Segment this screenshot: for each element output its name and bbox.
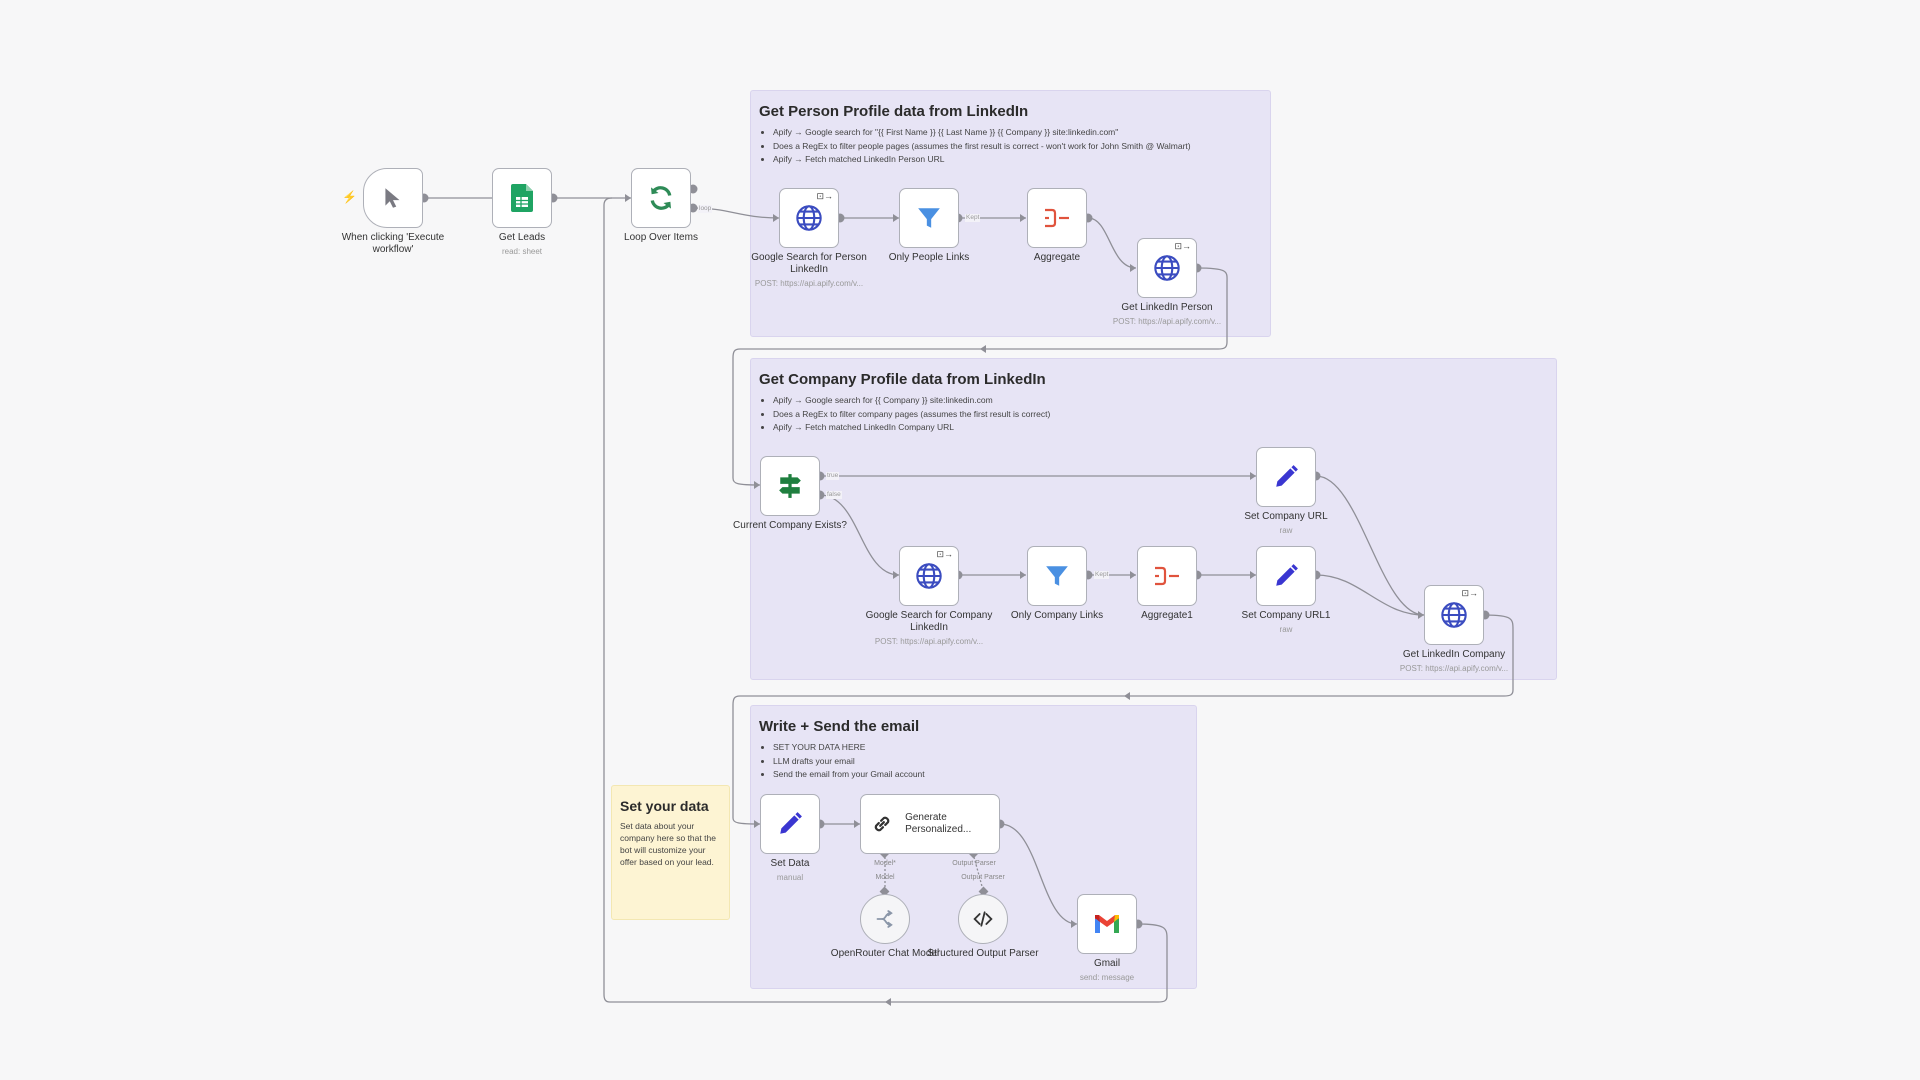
bullet: Apify → Google search for {{ Company }} …: [773, 394, 1548, 408]
globe-icon: [1441, 602, 1467, 628]
node-label: Loop Over Items: [624, 232, 698, 243]
bullet: Does a RegEx to filter company pages (as…: [773, 408, 1548, 422]
node-current-company-exists[interactable]: [760, 456, 820, 516]
arrowhead: [885, 998, 891, 1006]
connector-label-model: Model*: [874, 860, 896, 867]
pencil-icon: [1276, 465, 1298, 487]
edge-label-kept: Kept: [965, 214, 981, 222]
execute-once-icon: ⊡→: [1461, 588, 1478, 598]
node-set-company-url1[interactable]: [1256, 546, 1316, 606]
group-title: Get Person Profile data from LinkedIn: [759, 103, 1029, 120]
node-google-search-person[interactable]: ⊡→: [779, 188, 839, 248]
openrouter-icon: [876, 910, 893, 928]
pencil-icon: [1276, 564, 1298, 586]
edge-label-false: false: [826, 491, 842, 499]
globe-icon: [796, 205, 822, 231]
group-bullets: Apify → Google search for {{ Company }} …: [759, 394, 1548, 435]
node-label: When clicking 'Execute workflow': [341, 232, 445, 255]
node-only-company-links[interactable]: [1027, 546, 1087, 606]
bullet: LLM drafts your email: [773, 755, 1188, 769]
bullet: Apify → Google search for "{{ First Name…: [773, 126, 1262, 140]
chain-link-icon: [874, 816, 890, 832]
pencil-icon: [780, 812, 802, 834]
google-sheets-icon: [511, 184, 533, 212]
group-bullets: Apify → Google search for "{{ First Name…: [759, 126, 1262, 167]
node-openrouter-chat-model[interactable]: [860, 894, 910, 944]
trigger-bolt-icon: ⚡: [342, 190, 357, 204]
execute-once-icon: ⊡→: [816, 191, 833, 201]
edge-label-kept2: Kept: [1094, 571, 1110, 579]
aggregate-icon: [1045, 208, 1069, 228]
node-structured-output-parser[interactable]: [958, 894, 1008, 944]
execute-once-icon: ⊡→: [936, 549, 953, 559]
connector-label-parser: Output Parser: [952, 860, 996, 867]
note-title: Set your data: [620, 798, 709, 814]
node-aggregate[interactable]: [1027, 188, 1087, 248]
note-body: Set data about your company here so that…: [620, 821, 716, 867]
if-signpost-icon: [779, 474, 801, 498]
edge-label-true: true: [826, 472, 840, 480]
execute-once-icon: ⊡→: [1174, 241, 1191, 251]
node-set-company-url[interactable]: [1256, 447, 1316, 507]
node-get-linkedin-person[interactable]: ⊡→: [1137, 238, 1197, 298]
node-google-search-company[interactable]: ⊡→: [899, 546, 959, 606]
edge-label-loop: loop: [698, 205, 713, 213]
group-title: Get Company Profile data from LinkedIn: [759, 371, 1046, 388]
node-get-leads[interactable]: [492, 168, 552, 228]
bullet: SET YOUR DATA HERE: [773, 741, 1188, 755]
bullet: Send the email from your Gmail account: [773, 768, 1188, 782]
bullet: Apify → Fetch matched LinkedIn Person UR…: [773, 153, 1262, 167]
globe-icon: [1154, 255, 1180, 281]
node-only-people-links[interactable]: [899, 188, 959, 248]
arrowhead: [1124, 692, 1130, 700]
filter-icon: [918, 208, 940, 228]
cursor-icon: [385, 188, 400, 208]
note-set-your-data[interactable]: Set your data Set data about your compan…: [611, 785, 730, 920]
connector-label-model: Model: [875, 874, 895, 881]
node-get-linkedin-company[interactable]: ⊡→: [1424, 585, 1484, 645]
group-bullets: SET YOUR DATA HERE LLM drafts your email…: [759, 741, 1188, 782]
filter-icon: [1046, 566, 1068, 586]
connector-label-parser: Output Parser: [961, 874, 1005, 881]
gmail-icon: [1095, 915, 1119, 933]
node-gmail[interactable]: [1077, 894, 1137, 954]
node-loop-over-items[interactable]: [631, 168, 691, 228]
group-title: Write + Send the email: [759, 718, 920, 735]
node-inline-label: Generate Personalized...: [905, 812, 972, 835]
node-aggregate1[interactable]: [1137, 546, 1197, 606]
node-set-data[interactable]: [760, 794, 820, 854]
bullet: Apify → Fetch matched LinkedIn Company U…: [773, 421, 1548, 435]
node-generate-personalized[interactable]: Generate Personalized...: [860, 794, 1000, 854]
globe-icon: [916, 563, 942, 589]
node-manual-trigger[interactable]: [363, 168, 423, 228]
arrowhead: [980, 345, 986, 353]
aggregate-icon: [1155, 566, 1179, 586]
code-brackets-icon: [973, 911, 993, 927]
bullet: Does a RegEx to filter people pages (ass…: [773, 140, 1262, 154]
loop-refresh-icon: [650, 186, 672, 210]
